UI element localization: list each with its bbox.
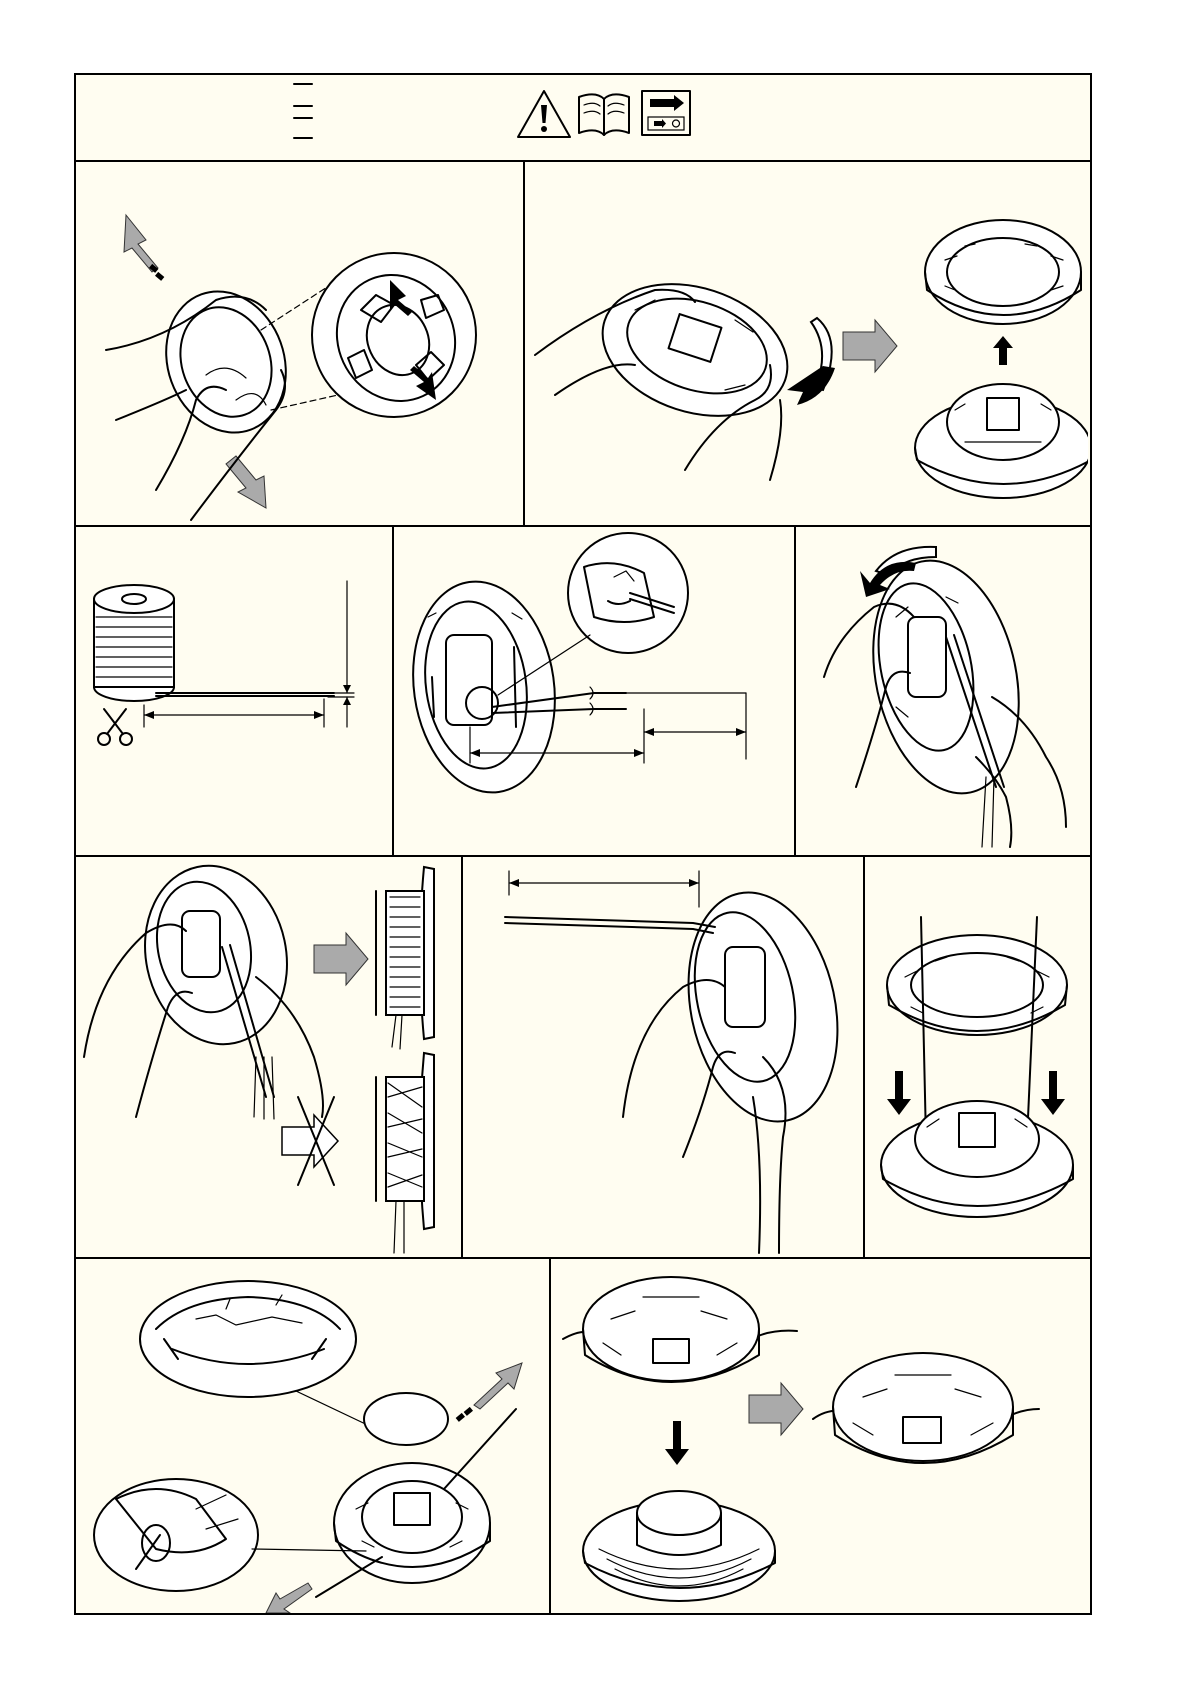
assemble-head-illustration [551, 1259, 1088, 1613]
panel-step-5 [796, 527, 1090, 855]
winding-check-hands [84, 857, 323, 1119]
route-line-illustration [76, 1259, 549, 1613]
panel-step-1 [76, 160, 525, 525]
row-2 [76, 527, 1090, 857]
mount-cover-illustration [865, 857, 1088, 1257]
panel-step-3 [76, 527, 394, 855]
diameter-dimension [328, 581, 354, 727]
rotate-cover-illustration [525, 160, 1088, 525]
mount-cover-lines [881, 917, 1073, 1217]
panel-step-9 [76, 1259, 551, 1615]
next-arrow-icon [843, 320, 897, 372]
length-dimension [144, 699, 324, 727]
rotate-arrow-icon [787, 318, 835, 405]
trimmer-line-spool [94, 585, 174, 701]
winding-check-illustration [76, 857, 461, 1257]
warning-triangle-icon [518, 91, 570, 137]
trimmer-line-illustration [76, 527, 392, 855]
next-arrow-icon [749, 1383, 803, 1435]
release-head-illustration [76, 160, 523, 525]
header-icons [76, 75, 1090, 160]
panel-step-2 [525, 160, 1090, 525]
eyelet-detail-side [94, 1479, 258, 1591]
eyelet-detail-magnifier [568, 533, 688, 653]
row-4 [76, 1259, 1090, 1615]
assembled-head [813, 1353, 1039, 1463]
clip-line-illustration [463, 857, 863, 1257]
eyelet-detail-top [140, 1281, 356, 1397]
dash-marks-icon [294, 84, 312, 138]
panel-step-6 [76, 857, 463, 1257]
insert-line-illustration [394, 527, 794, 855]
separated-cover [925, 220, 1081, 324]
header-bar [76, 75, 1090, 162]
free-line-dimension [509, 871, 699, 907]
scissors-icon [98, 709, 132, 745]
cross-mark-icon [282, 1097, 338, 1185]
panel-step-4 [394, 527, 796, 855]
row-1 [76, 160, 1090, 527]
manual-book-icon [579, 94, 629, 135]
separated-base [915, 384, 1088, 498]
instruction-sheet [74, 73, 1092, 1615]
correct-winding [376, 867, 434, 1049]
panel-step-10 [551, 1259, 1090, 1615]
incorrect-winding [376, 1053, 434, 1253]
assemble-head [563, 1277, 797, 1601]
panel-step-7 [463, 857, 865, 1257]
panel-step-8 [865, 857, 1090, 1257]
clip-detail-magnifier [312, 253, 476, 421]
section-reference-icon [642, 91, 690, 135]
row-3 [76, 857, 1090, 1259]
winding-illustration [796, 527, 1088, 855]
